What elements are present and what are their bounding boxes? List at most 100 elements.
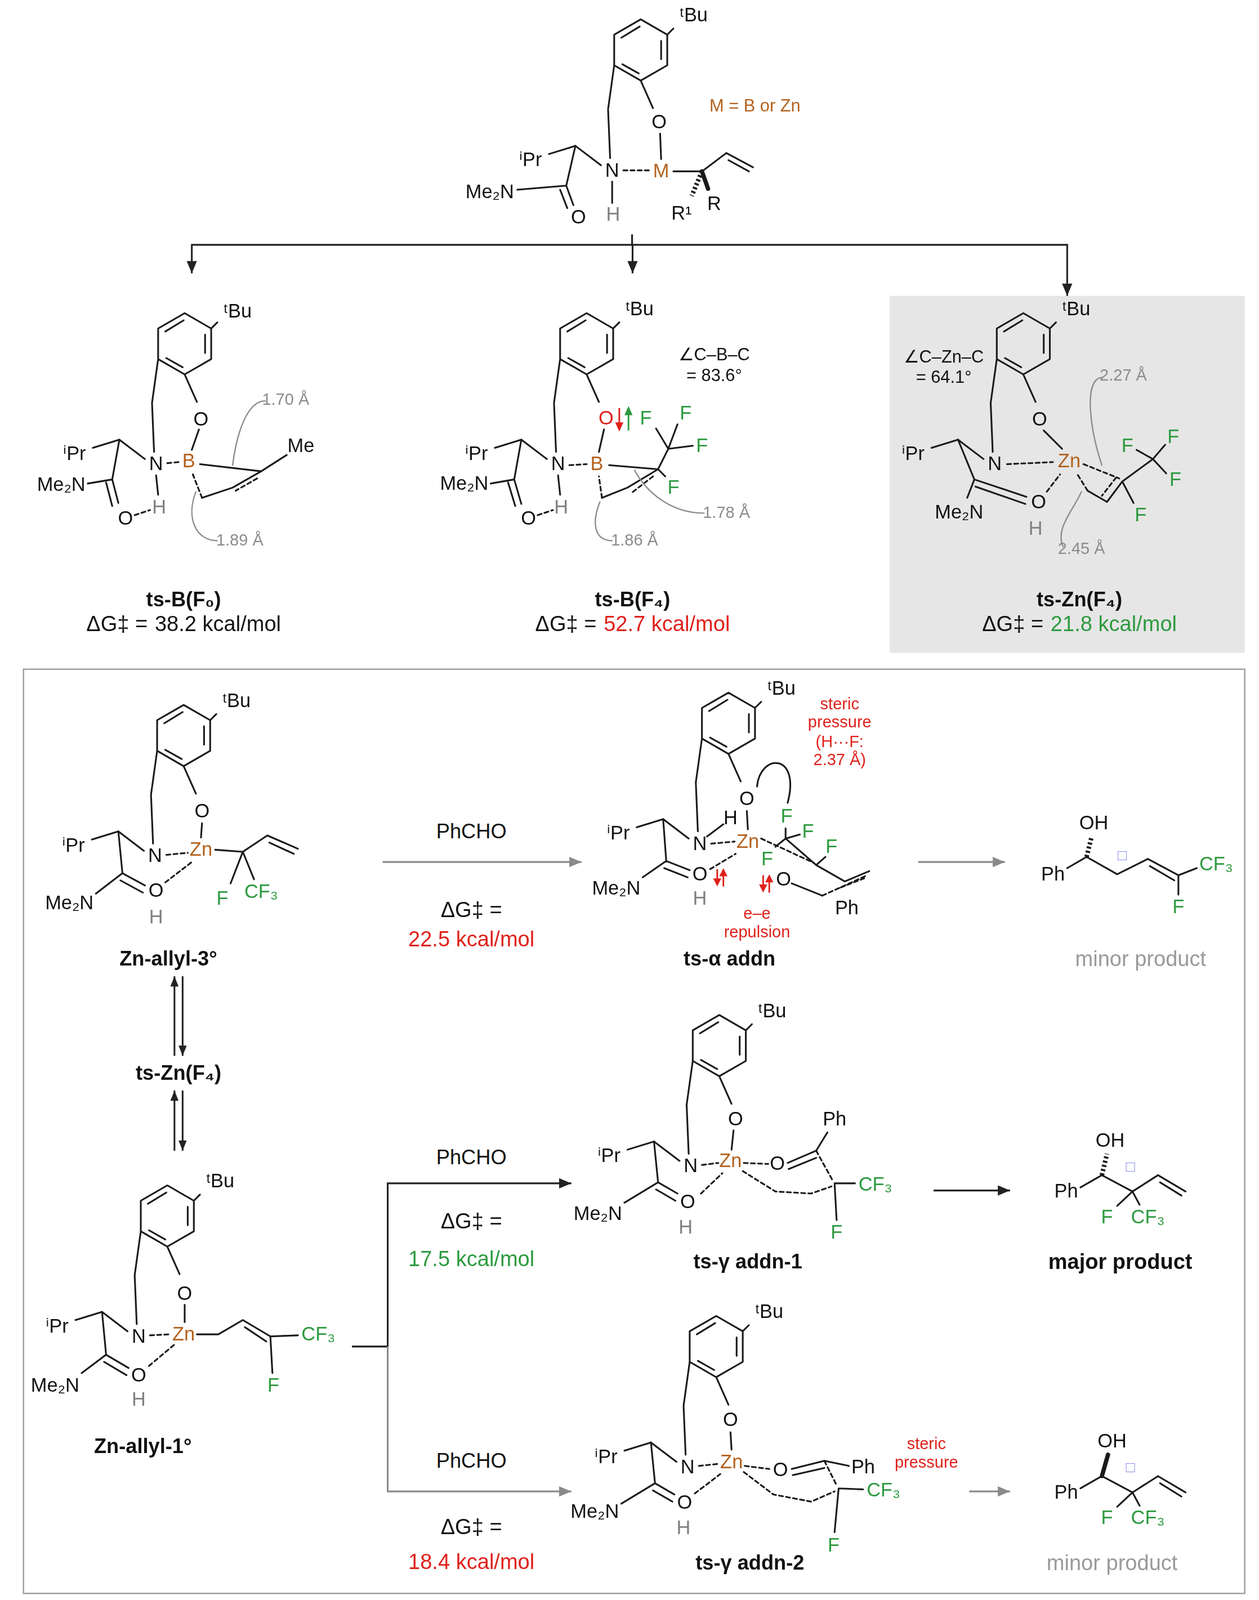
atom-label: ΔG‡ =	[535, 612, 597, 637]
atom-label: O	[117, 507, 133, 530]
atom-label: Me₂N	[591, 877, 641, 900]
atom-label: N	[148, 844, 163, 868]
atom-label: O	[728, 1108, 744, 1131]
structure-node: ᵗBu∠C–B–C = 83.6°OFFFⁱPrNBMe₂NFHO1.78 Å1…	[428, 273, 837, 641]
connector-line	[351, 1345, 388, 1348]
atom-label: ∠C–Zn–C = 64.1°	[903, 347, 985, 388]
atom-label: Zn	[720, 1451, 743, 1474]
atom-label: ts-B(F₀)	[146, 588, 222, 613]
atom-label: Me₂N	[573, 1202, 623, 1226]
energy-row: ΔG‡ =21.8 kcal/mol	[981, 612, 1177, 637]
structure-stroke	[192, 400, 266, 541]
structure-stroke	[643, 811, 870, 896]
structure-stroke	[713, 878, 722, 887]
atom-label: F	[216, 887, 229, 911]
atom-label: CF₃	[1199, 853, 1234, 876]
atom-label: N	[683, 1154, 698, 1178]
structure-node: OHPh□FCF₃major product	[1010, 1117, 1240, 1281]
structure-stroke	[702, 171, 709, 189]
structure-stroke	[87, 429, 287, 507]
electron-arrows	[615, 405, 774, 893]
connector-line	[918, 861, 1006, 864]
structure-stroke	[624, 1130, 856, 1221]
atom-label: R	[707, 193, 722, 216]
atom-label: F	[1167, 425, 1180, 449]
atom-label: F	[1100, 1206, 1113, 1229]
atom-label: 21.8 kcal/mol	[1050, 612, 1177, 637]
atom-label: O	[739, 787, 755, 811]
structure-node: ᵗBuOⁱPrNZnMe₂NOCF₃FHZn-allyl-3°	[30, 673, 383, 975]
atom-label: N	[149, 453, 164, 476]
structure-stroke	[165, 853, 193, 883]
atom-label: ᵗBu	[755, 1300, 784, 1324]
structure-stroke	[719, 868, 727, 877]
connector-line	[632, 234, 1068, 297]
atom-label: O	[773, 1458, 789, 1482]
atom-label: steric pressure	[888, 1435, 964, 1473]
atom-label: O	[598, 407, 614, 430]
highlight-box: ᵗBu∠C–Zn–C = 64.1°2.27 ÅOFFⁱPrNZnFMe₂NOF…	[889, 295, 1245, 653]
structure-stroke	[722, 875, 725, 887]
atom-label: □	[1117, 846, 1127, 864]
reagent-label: PhCHO	[432, 819, 510, 844]
atom-label: CF₃	[1131, 1206, 1165, 1229]
atom-label: H	[606, 203, 621, 226]
energy-value: ΔG‡ =	[440, 1515, 503, 1540]
energy-row: ΔG‡ =52.7 kcal/mol	[535, 612, 731, 637]
atom-label: O	[775, 868, 792, 891]
atom-label: OH	[1095, 1129, 1125, 1153]
atom-label: ⁱPr	[61, 834, 86, 857]
structure-stroke	[615, 422, 624, 432]
atom-label: O	[769, 1153, 785, 1176]
structure-stroke	[756, 762, 790, 803]
structure-stroke	[149, 1334, 175, 1366]
atom-label: O	[194, 800, 210, 823]
structure-stroke	[957, 430, 1167, 504]
atom-label: ts-γ addn-2	[695, 1551, 805, 1575]
structure-stroke	[623, 169, 650, 172]
reagent-label: PhCHO	[432, 1449, 510, 1473]
atom-label: Ph	[1054, 1481, 1078, 1504]
atom-label: N	[131, 1325, 146, 1348]
atom-label: F	[802, 820, 815, 843]
highlight-fill	[889, 295, 1245, 653]
atom-label: O	[692, 863, 708, 886]
arrow-head	[992, 856, 1006, 868]
atom-label: N	[605, 159, 620, 182]
atom-label: 52.7 kcal/mol	[603, 612, 730, 637]
energy-value: ΔG‡ =	[440, 897, 503, 923]
atom-label: Ph	[851, 1456, 875, 1479]
energy-row: ΔG‡ =38.2 kcal/mol	[86, 612, 281, 637]
reaction-arrow	[933, 1185, 1011, 1196]
atom-label: ⁱPr	[45, 1315, 69, 1338]
atom-label: Ph	[1054, 1180, 1078, 1204]
atom-label: CF₃	[866, 1479, 901, 1503]
energy-value: 17.5 kcal/mol	[408, 1246, 535, 1272]
atom-label: H	[676, 1517, 691, 1540]
structure-stroke	[636, 692, 762, 839]
atom-label: H	[152, 496, 167, 519]
reaction-arrow	[186, 234, 633, 274]
atom-label: steric pressure (H···F: 2.37 Å)	[801, 694, 878, 770]
structure-stroke	[548, 19, 674, 165]
connector-line	[173, 976, 176, 1056]
reaction-arrow	[918, 856, 1006, 868]
atom-label: CF₃	[1131, 1506, 1165, 1530]
atom-label: Me₂N	[570, 1501, 619, 1524]
atom-label: CF₃	[301, 1323, 336, 1346]
atom-label: Zn	[719, 1149, 742, 1173]
atom-label: O	[177, 1282, 193, 1306]
structure-stroke	[1080, 1175, 1186, 1206]
structure-node: ᵗBusteric pressure (H···F: 2.37 Å)OFHⁱPr…	[581, 673, 919, 975]
arrow-head	[559, 1486, 572, 1497]
atom-label: B	[182, 449, 196, 473]
atom-label: ⁱPr	[901, 443, 925, 466]
structure-stroke	[627, 414, 630, 431]
structure-stroke	[1101, 1454, 1109, 1477]
atom-label: Zn	[189, 838, 213, 862]
atom-label: F	[1172, 895, 1185, 919]
atom-label: F	[695, 434, 708, 458]
atom-label: F	[1121, 434, 1134, 458]
structure-node: ᵗBuOⁱPrNZnCF₃Me₂NOFHZn-allyl-1°	[28, 1153, 352, 1465]
atom-label: 1.86 Å	[610, 531, 659, 551]
